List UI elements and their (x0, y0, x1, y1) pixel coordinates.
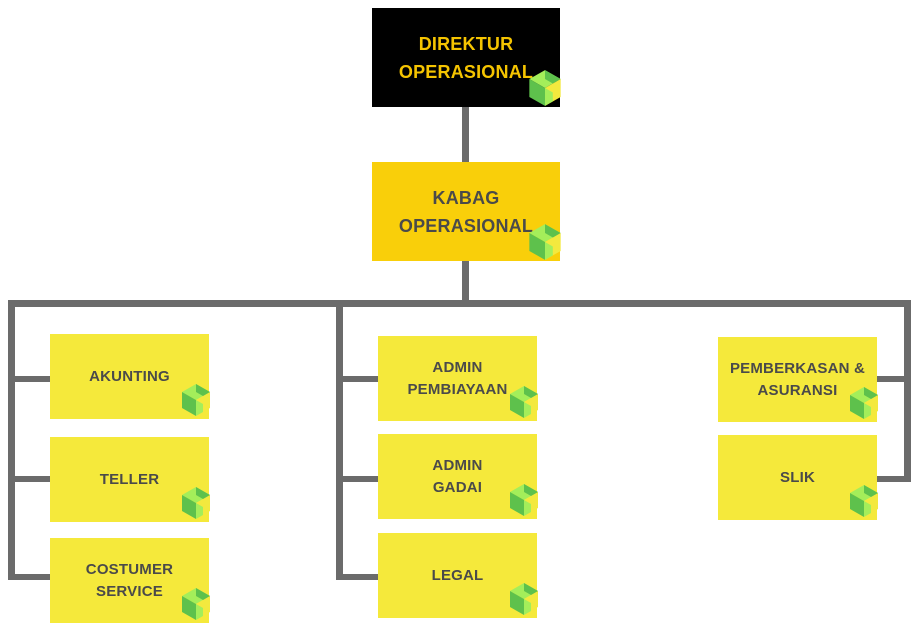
cube-face (182, 392, 196, 416)
cube-face (196, 588, 210, 600)
cube-icon (850, 485, 878, 517)
unit-label: ADMIN PEMBIAYAAN (407, 358, 508, 398)
column-1-spine (8, 300, 15, 580)
cube-icon (510, 484, 538, 516)
unit-label: TELLER (99, 470, 160, 488)
cube-face (850, 493, 864, 517)
cube-icon (510, 583, 538, 615)
unit-admin-gadai[interactable]: ADMIN GADAI (378, 434, 538, 519)
unit-label: COSTUMER SERVICE (85, 560, 174, 600)
unit-label: SLIK (780, 468, 815, 486)
cube-face (182, 596, 196, 620)
horizontal-bus (8, 300, 911, 307)
unit-label: LEGAL (431, 566, 484, 584)
director-label: DIREKTUR OPERASIONAL (398, 33, 534, 82)
cube-face (196, 503, 203, 519)
column-2-spine (336, 300, 343, 580)
unit-teller[interactable]: TELLER (50, 437, 210, 522)
cube-face (524, 386, 538, 398)
cube-face (545, 224, 561, 238)
cube-face (545, 88, 553, 106)
cube-face (196, 384, 210, 396)
connector-kabag-bus (462, 260, 469, 302)
column-1-branch-2 (8, 476, 53, 482)
column-3-spine (904, 300, 911, 482)
unit-legal[interactable]: LEGAL (378, 533, 538, 618)
cube-face (510, 394, 524, 418)
cube-face (182, 495, 196, 519)
unit-slik[interactable]: SLIK (718, 435, 878, 520)
connector-director-kabag (462, 106, 469, 164)
unit-akunting[interactable]: AKUNTING (50, 334, 210, 419)
cube-face (510, 492, 524, 516)
cube-face (545, 70, 561, 84)
unit-admin-pembiayaan[interactable]: ADMIN PEMBIAYAAN (378, 336, 538, 421)
cube-face (510, 591, 524, 615)
cube-face (524, 484, 538, 496)
column-2-branch-2 (336, 476, 381, 482)
director-box[interactable]: DIREKTUR OPERASIONAL (372, 8, 561, 107)
column-2-branch-3 (336, 574, 381, 580)
cube-icon (850, 387, 878, 419)
cube-face (524, 402, 531, 418)
cube-face (864, 485, 878, 497)
cube-face (196, 400, 203, 416)
cube-face (524, 500, 531, 516)
cube-face (196, 604, 203, 620)
column-1-branch-3 (8, 574, 53, 580)
cube-icon (529, 224, 561, 260)
cube-icon (182, 384, 210, 416)
cube-face (529, 79, 545, 106)
cube-icon (529, 70, 561, 106)
cube-face (850, 395, 864, 419)
column-1-branch-1 (8, 376, 53, 382)
column-3-branch-2 (872, 476, 911, 482)
unit-label: AKUNTING (89, 367, 170, 385)
cube-face (864, 403, 871, 419)
cube-face (524, 599, 531, 615)
cube-face (864, 501, 871, 517)
cube-icon (182, 588, 210, 620)
unit-costumer-service[interactable]: COSTUMER SERVICE (50, 538, 210, 623)
unit-label: PEMBERKASAN & ASURANSI (729, 359, 866, 399)
column-2-branch-1 (336, 376, 381, 382)
cube-icon (510, 386, 538, 418)
kabag-label: KABAG OPERASIONAL (398, 187, 534, 236)
unit-pemberkasan-asuransi[interactable]: PEMBERKASAN & ASURANSI (718, 337, 878, 422)
cube-icon (182, 487, 210, 519)
cube-face (524, 583, 538, 595)
cube-face (545, 242, 553, 260)
kabag-box[interactable]: KABAG OPERASIONAL (372, 162, 561, 261)
cube-face (196, 487, 210, 499)
cube-face (529, 233, 545, 260)
cube-face (864, 387, 878, 399)
column-3-branch-1 (872, 376, 911, 382)
unit-label: ADMIN GADAI (432, 456, 483, 496)
